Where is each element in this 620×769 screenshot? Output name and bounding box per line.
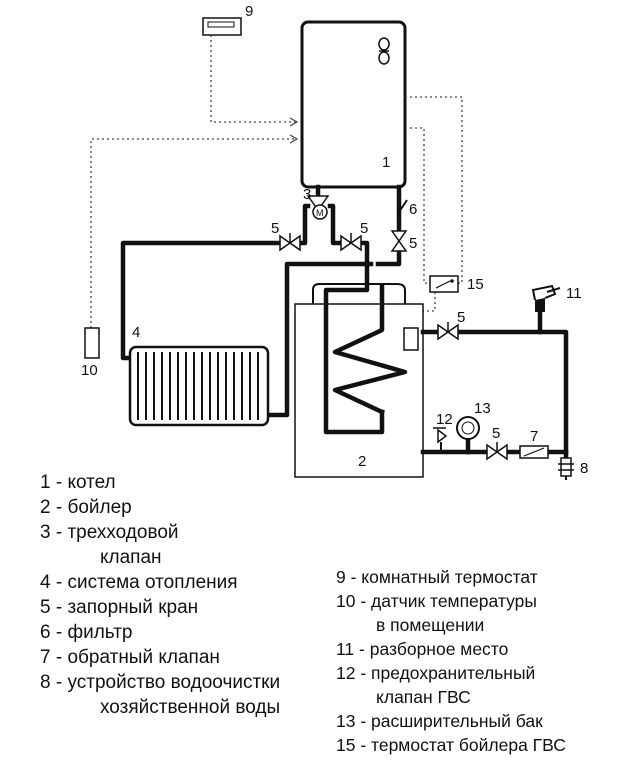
boiler-number: 1 (382, 154, 390, 171)
radiator: 4 (128, 324, 270, 427)
valve-1-number: 5 (271, 220, 279, 237)
svg-text:M: M (316, 208, 324, 218)
legend-left: 1 - котел 2 - бойлер 3 - трехходовой кла… (40, 470, 280, 720)
shutoff-valve-1: 5 (271, 220, 301, 252)
legend-item: 9 - комнатный термостат (336, 567, 538, 587)
water-treatment-number: 8 (580, 460, 588, 477)
shutoff-valve-4: 5 (437, 309, 465, 341)
legend-right: 9 - комнатный термостат 10 - датчик темп… (336, 565, 566, 757)
legend-item: 1 - котел (40, 472, 116, 493)
heating-scheme-diagram: 1 9 10 M 3 (81, 3, 588, 480)
legend-item: 15 - термостат бойлера ГВС (336, 735, 566, 755)
water-treatment-device: 8 (558, 457, 588, 480)
expansion-tank: 13 (456, 400, 491, 440)
check-valve-number: 7 (530, 428, 538, 445)
legend-item: 12 - предохранительный (336, 663, 536, 683)
radiator-number: 4 (132, 324, 140, 341)
room-temperature-sensor: 10 (81, 327, 100, 379)
legend-item: 2 - бойлер (40, 497, 132, 518)
legend-item: 13 - расширительный бак (336, 711, 543, 731)
legend-item: 4 - система отопления (40, 572, 238, 593)
room-thermostat-number: 9 (245, 3, 253, 20)
legend-item-continued: в помещении (376, 615, 485, 635)
check-valve: 7 (519, 428, 549, 459)
filter-number: 6 (409, 201, 417, 218)
legend-item: 10 - датчик температуры (336, 591, 537, 611)
legend-item: 11 - разборное место (336, 639, 509, 659)
water-heater: 2 (294, 283, 424, 478)
valve-5-number: 5 (492, 425, 500, 442)
heating-coil (323, 261, 408, 435)
legend-item-continued: клапан (100, 547, 162, 568)
legend-item: 7 - обратный клапан (40, 647, 220, 668)
water-heater-thermostat: 15 (429, 275, 484, 293)
safety-valve-number: 12 (436, 411, 453, 428)
temp-sensor-number: 10 (81, 362, 98, 379)
legend-item-continued: клапан ГВС (376, 687, 471, 707)
cold-water-pipes (420, 437, 569, 455)
three-way-valve: M 3 (303, 184, 330, 220)
three-way-valve-number: 3 (303, 186, 311, 203)
legend-item: 3 - трехходовой (40, 522, 179, 543)
safety-valve: 12 (433, 411, 453, 452)
room-thermostat: 9 (202, 3, 253, 36)
shutoff-valve-3: 5 (390, 230, 417, 252)
boiler: 1 (300, 20, 407, 189)
valve-2-number: 5 (360, 220, 368, 237)
filter: 6 (398, 199, 417, 218)
water-heater-number: 2 (358, 453, 366, 470)
shutoff-valve-2: 5 (340, 220, 368, 252)
dhw-thermostat-number: 15 (467, 276, 484, 293)
valve-3-number: 5 (409, 235, 417, 252)
tank-temperature-sensor (403, 327, 419, 351)
tap-number: 11 (566, 285, 582, 302)
expansion-tank-number: 13 (474, 400, 491, 417)
hot-water-pipes (420, 303, 569, 461)
shutoff-valve-5: 5 (486, 425, 508, 461)
draw-off-tap: 11 (531, 284, 582, 312)
legend-item: 5 - запорный кран (40, 597, 199, 618)
legend-item-continued: хозяйственной воды (100, 697, 281, 718)
legend-item: 6 - фильтр (40, 622, 133, 643)
valve-4-number: 5 (457, 309, 465, 326)
legend-item: 8 - устройство водоочистки (40, 672, 281, 693)
